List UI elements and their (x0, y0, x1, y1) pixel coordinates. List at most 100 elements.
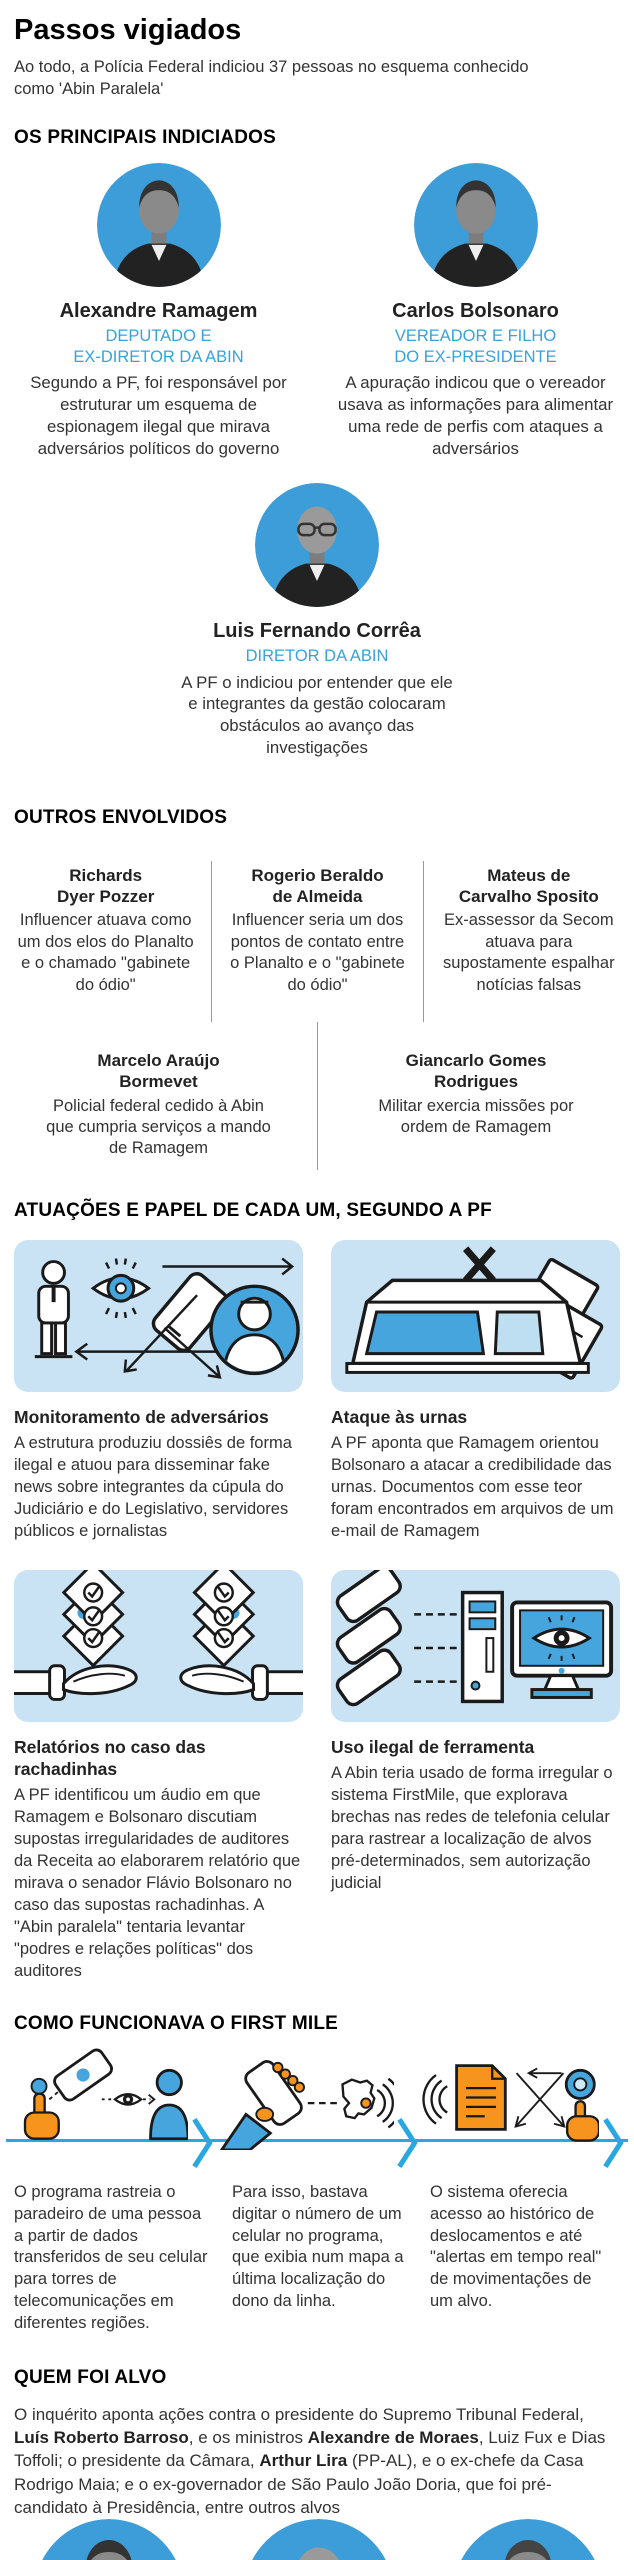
phone-tracking-icon (23, 2048, 188, 2140)
crossed-arrows-icon (514, 2067, 566, 2128)
person-card-correa: Luis Fernando Corrêa DIRETOR DA ABIN A P… (0, 483, 634, 758)
person-portrait-icon (96, 162, 221, 287)
check-documents-stack-icon (61, 1570, 125, 1669)
card-urnas: Ataque às urnas A PF aponta que Ramagem … (331, 1239, 620, 1543)
phones-stack-icon (335, 1570, 402, 1707)
step-text: O programa rastreia o paradeiro de uma p… (14, 2182, 208, 2333)
card-description: A Abin teria usado de forma irregular o … (331, 1764, 613, 1893)
portrait-photo (96, 162, 221, 287)
timeline-line (6, 2138, 628, 2142)
person-description: A PF o indiciou por entender que ele e i… (181, 672, 453, 757)
person-card-carlos-bolsonaro: Carlos Bolsonaro VEREADOR E FILHO DO EX-… (317, 162, 634, 460)
check-documents-stack-icon (192, 1570, 256, 1669)
open-hand-icon (14, 1664, 138, 1702)
step-text: Para isso, bastava digitar o número de u… (232, 2182, 404, 2311)
section-heading-first-mile: COMO FUNCIONAVA O FIRST MILE (14, 2012, 339, 2034)
phone-icon (151, 1271, 229, 1352)
person-name: Alexandre Ramagem (59, 299, 258, 322)
other-person-rodrigues: Giancarlo Gomes Rodrigues Militar exerci… (317, 1022, 634, 1170)
pointing-hand-icon (23, 2077, 60, 2140)
other-person-pozzer: Richards Dyer Pozzer Influencer atuava c… (0, 861, 211, 1022)
hands-documents-icon (14, 1570, 303, 1702)
phones-computer-icon (335, 1570, 614, 1707)
person-portrait-icon (413, 162, 538, 287)
person-name: Carlos Bolsonaro (392, 299, 559, 322)
standing-person-icon (34, 1259, 73, 1358)
person-description: Ex-assessor da Secom atuava para suposta… (443, 911, 615, 994)
surveillance-icon (34, 1257, 300, 1379)
card-rachadinhas: Relatórios no caso das rachadinhas A PF … (14, 1570, 303, 1982)
section-heading-others: OUTROS ENVOLVIDOS (14, 806, 228, 828)
phone-icon (53, 2048, 113, 2102)
card-title: Uso ilegal de ferramenta (331, 1737, 535, 1758)
card-title: Monitoramento de adversários (14, 1406, 269, 1427)
main-indicted-row: Alexandre Ramagem DEPUTADO E EX-DIRETOR … (0, 162, 634, 460)
portrait-photo (413, 162, 538, 287)
person-description: Influencer seria um dos pontos de contat… (230, 911, 405, 994)
person-role: VEREADOR E FILHO DO EX-PRESIDENTE (394, 326, 557, 366)
chevron-right-icon (397, 2117, 418, 2168)
person-description: Influencer atuava como um dos elos do Pl… (17, 911, 194, 994)
first-mile-timeline (6, 2045, 628, 2168)
report-document-icon (455, 2063, 507, 2131)
other-person-sposito: Mateus de Carvalho Sposito Ex-assessor d… (422, 860, 634, 1023)
person-name: Giancarlo Gomes Rodrigues (405, 1051, 547, 1092)
monitor-eye-icon (510, 1600, 614, 1700)
urna-icon (345, 1278, 590, 1374)
phone-in-hand-icon (243, 2059, 303, 2126)
person-name: Richards Dyer Pozzer (57, 865, 155, 907)
section-heading-main-indicted: OS PRINCIPAIS INDICIADOS (14, 126, 277, 148)
card-monitoring: Monitoramento de adversários A estrutura… (14, 1239, 303, 1543)
phones-computer-illustration (331, 1570, 620, 1723)
person-card-ramagem: Alexandre Ramagem DEPUTADO E EX-DIRETOR … (0, 162, 317, 460)
signal-waves-icon (376, 2077, 394, 2129)
arrows-icon (74, 1257, 295, 1379)
history-alerts-icon (422, 2063, 600, 2142)
person-portrait-icon (42, 2518, 176, 2560)
card-title: Relatórios no caso das rachadinhas (14, 1737, 206, 1780)
data-links-icon (414, 1613, 462, 1684)
hands-documents-illustration (14, 1570, 303, 1723)
chevron-right-icon (603, 2117, 624, 2168)
card-title: Ataque às urnas (331, 1406, 468, 1427)
card-description: A PF identificou um áudio em que Ramagem… (14, 1786, 301, 1980)
targets-photos-row (0, 2518, 634, 2560)
voting-machine-illustration (331, 1239, 620, 1392)
others-row-2: Marcelo Araújo Bormevet Policial federal… (0, 1022, 634, 1170)
page-title: Passos vigiados (14, 14, 242, 46)
person-description: A apuração indicou que o vereador usava … (337, 373, 614, 458)
other-person-bormevet: Marcelo Araújo Bormevet Policial federal… (0, 1022, 317, 1170)
card-description: A PF aponta que Ramagem orientou Bolsona… (331, 1433, 614, 1540)
portrait-photo-barroso (34, 2518, 184, 2560)
avatar-icon (209, 1284, 300, 1376)
other-person-almeida: Rogerio Beraldo de Almeida Influencer se… (211, 860, 422, 1023)
portrait-photo (255, 483, 379, 608)
signal-waves-icon (422, 2073, 449, 2125)
portrait-photo-lira (453, 2518, 603, 2560)
page-subtitle: Ao todo, a Polícia Federal indiciou 37 p… (14, 58, 529, 99)
chevron-right-icon (192, 2117, 213, 2168)
person-portrait-icon (251, 2518, 386, 2560)
fingers-icon (254, 2061, 305, 2122)
x-mark-icon (462, 1246, 496, 1283)
first-mile-steps: O programa rastreia o paradeiro de uma p… (14, 2182, 620, 2336)
person-portrait-icon (461, 2518, 595, 2560)
step-text: O sistema oferecia acesso ao histórico d… (430, 2182, 602, 2311)
dial-number-map-icon (219, 2059, 394, 2150)
others-row-1: Richards Dyer Pozzer Influencer atuava c… (0, 860, 634, 1023)
section-heading-targets: QUEM FOI ALVO (14, 2367, 167, 2389)
voting-machine-icon (345, 1246, 604, 1380)
person-name: Marcelo Araújo Bormevet (97, 1051, 220, 1092)
roles-cards-grid: Monitoramento de adversários A estrutura… (14, 1239, 620, 1983)
person-description: Policial federal cedido à Abin que cumpr… (46, 1096, 271, 1158)
location-target-icon (564, 2068, 596, 2100)
open-hand-icon (179, 1664, 303, 1702)
person-role: DEPUTADO E EX-DIRETOR DA ABIN (73, 326, 244, 366)
pointing-hand-icon (566, 2099, 600, 2142)
computer-tower-icon (460, 1591, 504, 1704)
section-heading-roles: ATUAÇÕES E PAPEL DE CADA UM, SEGUNDO A P… (14, 1199, 492, 1221)
card-ferramenta: Uso ilegal de ferramenta A Abin teria us… (331, 1570, 620, 1982)
forearm-icon (219, 2111, 273, 2150)
person-role: DIRETOR DA ABIN (245, 647, 389, 666)
